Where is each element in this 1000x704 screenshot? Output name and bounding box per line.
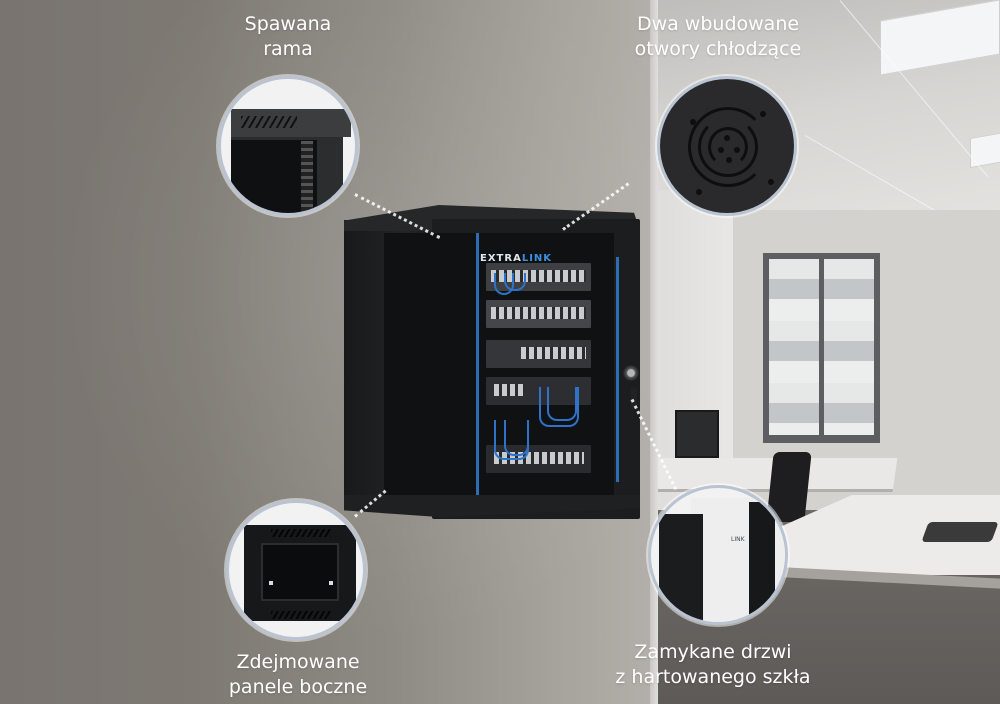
ethernet-cable [504,420,529,456]
label-line: panele boczne [228,676,368,698]
ethernet-cable [547,387,577,421]
label-removable-side-panels: Zdejmowane panele boczne [198,650,398,700]
monitor [675,410,719,458]
door-lock-icon [623,365,639,381]
label-line: otwory chłodzące [634,38,802,60]
vent-slots-icon [271,529,331,537]
label-welded-frame: Spawana rama [198,12,378,62]
vent-slots-icon [271,611,331,619]
callout-tempered-glass-door: LINK [648,485,788,625]
mounting-rail [301,141,313,213]
blue-accent-strip [476,233,479,495]
blue-accent-strip [616,257,619,482]
fan-vent-icon [660,79,794,213]
label-tempered-glass-door: Zamykane drzwi z hartowanego szkła [588,640,838,690]
label-line: Spawana [244,13,332,35]
ethernet-cable [539,387,579,427]
ceiling-light [880,0,1000,76]
indicator [269,581,273,585]
label-line: rama [263,38,313,60]
indicator [329,581,333,585]
callout-welded-frame [218,76,358,216]
wall-corner [650,0,658,704]
patch-panel [486,300,591,328]
cabinet-interior [261,543,339,601]
label-line: z hartowanego szkła [615,666,811,688]
window-pane [824,259,874,435]
label-cooling-vents: Dwa wbudowane otwory chłodzące [608,12,828,62]
brand-logo: EXTRALINK [480,253,553,264]
brand-logo-mini: LINK [731,536,745,543]
label-line: Zdejmowane [236,651,360,673]
glass-door [659,514,703,622]
label-line: Dwa wbudowane [636,13,800,35]
window [763,253,880,443]
ethernet-cable [504,273,526,291]
vent-slots-icon [241,116,297,128]
frame-side [317,137,343,213]
network-rack-cabinet: EXTRALINK [344,205,640,520]
label-line: Zamykane drzwi [634,641,792,663]
callout-removable-side-panels [226,500,366,640]
frame-opening [231,137,331,213]
callout-cooling-vents [657,76,797,216]
network-switch [486,340,591,368]
desk-phone [921,522,999,542]
window-pane [769,259,819,435]
door-frame [749,502,775,622]
key-icon [631,387,637,409]
